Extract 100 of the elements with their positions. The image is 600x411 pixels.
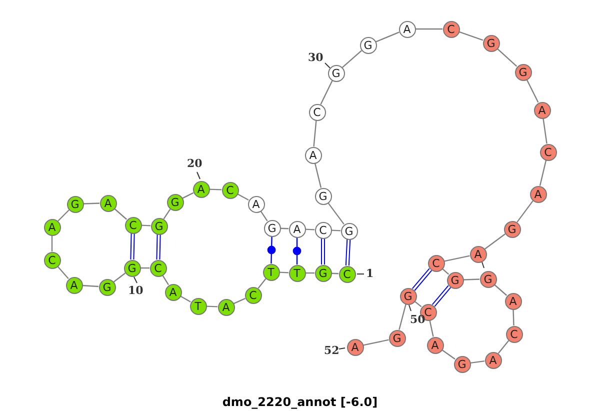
nucleotide-circle: A xyxy=(192,180,210,198)
backbone-line xyxy=(305,228,315,230)
nucleotide-circle: A xyxy=(100,194,116,212)
nucleotide-circle: C xyxy=(308,104,326,120)
backbone-line xyxy=(113,272,126,282)
base-pair-line xyxy=(345,238,351,266)
position-number: 20 xyxy=(187,158,202,170)
backbone-line xyxy=(260,210,268,222)
backbone-line xyxy=(516,200,534,223)
base-pair-line xyxy=(296,238,298,264)
backbone-line xyxy=(320,80,333,105)
backbone-line xyxy=(398,304,406,330)
nucleotide-circle: T xyxy=(190,298,206,314)
backbone-line xyxy=(328,202,344,225)
nucleotide-circle: G xyxy=(314,188,332,204)
backbone-line xyxy=(539,160,547,186)
base-pair-line xyxy=(156,234,161,260)
nucleotide-circle: C xyxy=(506,326,522,342)
backbone-line xyxy=(279,272,289,274)
backbone-line xyxy=(526,79,539,103)
backbone-line xyxy=(484,234,506,250)
backbone-line xyxy=(209,188,222,190)
backbone-line xyxy=(512,309,514,326)
backbone-line xyxy=(82,284,99,288)
nucleotide-circle: A xyxy=(44,218,60,236)
base-pair-line xyxy=(432,285,452,307)
nucleotide-circle: C xyxy=(428,254,444,272)
nucleotide-circle: C xyxy=(314,222,332,238)
backbone-line xyxy=(470,360,485,364)
backbone-line xyxy=(414,300,422,308)
backbone-line xyxy=(83,202,100,204)
nucleotide-circle: C xyxy=(338,266,356,282)
nucleotide-circle: A xyxy=(288,220,306,238)
base-pair-line xyxy=(130,232,135,260)
nucleotide-circle: C xyxy=(150,260,166,276)
nucleotide-circle: G xyxy=(400,288,416,304)
nucleotide-circle: G xyxy=(446,272,464,288)
backbone-line xyxy=(494,284,508,296)
nucleotide-circle: A xyxy=(164,284,182,300)
nucleotide-circle: G xyxy=(66,196,84,212)
base-pair-line xyxy=(270,236,272,264)
backbone-line xyxy=(442,268,450,275)
nucleotide-circle: A xyxy=(346,338,364,356)
nucleotide-circle: G xyxy=(482,34,500,52)
nucleotide-circle: G xyxy=(150,218,168,234)
nucleotide-circle: A xyxy=(304,146,322,164)
nucleotide-circle: C xyxy=(222,182,238,198)
backbone-line xyxy=(180,296,191,302)
backbone-line xyxy=(376,32,400,42)
backbone-line xyxy=(342,50,362,68)
backbone-line xyxy=(416,28,442,30)
backbone-line xyxy=(58,210,70,222)
position-number: 52 xyxy=(324,345,340,357)
nucleotide-circle: A xyxy=(534,102,550,118)
backbone-line xyxy=(237,194,249,200)
backbone-line xyxy=(162,274,169,286)
nucleotide-circle: G xyxy=(504,220,520,238)
nucleotide-circle: C xyxy=(124,216,142,234)
base-pair-line xyxy=(412,268,432,291)
backbone-line xyxy=(498,340,510,354)
nucleotide-circle: A xyxy=(66,276,82,294)
backbone-line xyxy=(458,31,484,41)
nucleotide-circle: G xyxy=(360,36,376,54)
nucleotide-circle: C xyxy=(244,286,262,304)
nucleotide-circle: A xyxy=(530,186,546,202)
backbone-line xyxy=(313,120,317,147)
backbone-line xyxy=(57,266,69,280)
nucleotide-circle: A xyxy=(504,292,522,310)
nucleotide-circle: G xyxy=(124,260,140,276)
nucleotide-circle: G xyxy=(166,194,184,210)
nucleotide-circle: A xyxy=(218,298,234,316)
position-number: 10 xyxy=(128,285,144,297)
backbone-line xyxy=(363,339,389,346)
backbone-line xyxy=(182,192,194,199)
backbone-line xyxy=(429,320,434,337)
nucleotide-circle: G xyxy=(340,222,358,240)
nucleotide-circle: C xyxy=(540,144,556,160)
backbone-line xyxy=(331,230,341,232)
nucleotide-circle: G xyxy=(98,278,116,296)
backbone-line xyxy=(442,349,456,360)
nucleotide-circle: C xyxy=(44,252,60,268)
backbone-line xyxy=(51,236,53,252)
nucleotide-circle: C xyxy=(442,20,460,38)
nucleotide-circle: T xyxy=(262,264,280,280)
nucleotide-circle: G xyxy=(480,270,496,288)
nucleotide-circle: G xyxy=(264,220,280,236)
nucleotide-circle: G xyxy=(314,264,332,282)
backbone-line xyxy=(542,118,548,144)
backbone-line xyxy=(314,163,322,188)
nucleotide-circle: G xyxy=(514,64,532,80)
backbone-line xyxy=(258,278,266,289)
nucleotide-circle: A xyxy=(426,336,444,354)
nucleotide-circle: A xyxy=(248,196,264,212)
position-number: 30 xyxy=(308,52,324,64)
nucleotide-circle: G xyxy=(388,330,406,346)
position-number: 1 xyxy=(366,268,374,280)
backbone-line xyxy=(206,306,218,308)
nucleotide-circle: G xyxy=(454,356,470,372)
backbone-line xyxy=(496,48,518,67)
base-pair-line xyxy=(321,238,325,265)
